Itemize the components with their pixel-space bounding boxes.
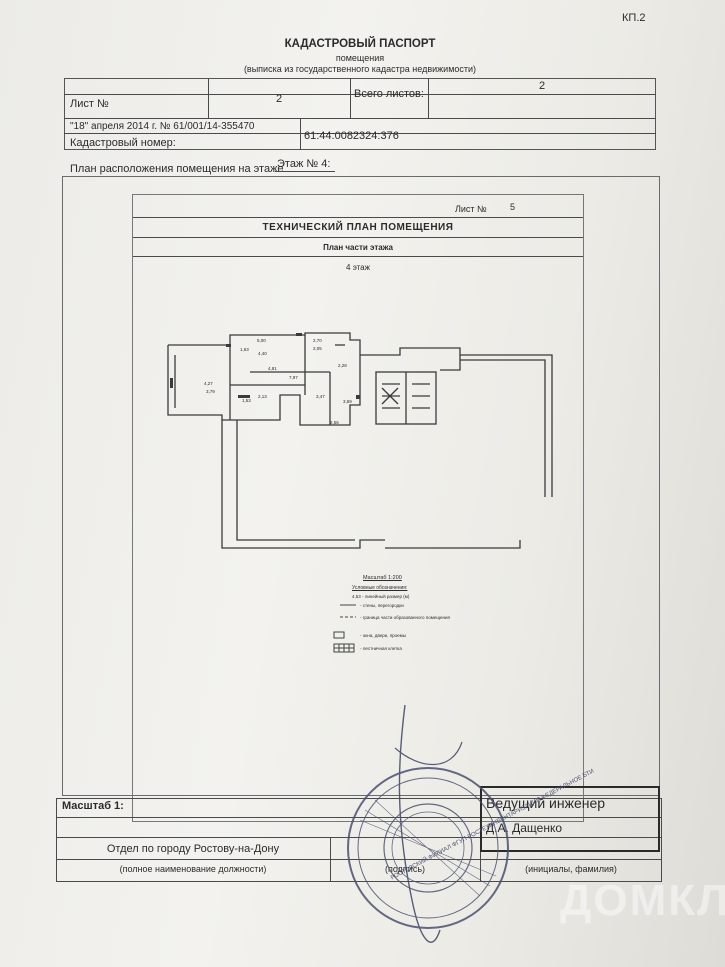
cadastral-label: Кадастровый номер: <box>70 137 176 149</box>
room-dimension: 2,05 <box>313 346 322 351</box>
sheets-total-label: Всего листов: <box>354 88 424 100</box>
legend-item: - граница части образованного помещения <box>360 615 450 620</box>
extract-note: (выписка из государственного кадастра не… <box>243 64 477 74</box>
room-dimension: 3,47 <box>316 394 325 399</box>
legend-item: - стены, перегородки <box>360 603 404 608</box>
room-dimension: 1,63 <box>240 347 249 352</box>
room-dimension: 2,70 <box>313 338 322 343</box>
legend-item: - лестничная клетка <box>360 646 402 651</box>
room-dimension: 4,27 <box>204 381 213 386</box>
legend-title: Условные обозначения: <box>352 585 408 591</box>
department-name: Отдел по городу Ростову-на-Дону <box>106 843 280 855</box>
cadastral-number: 61:44:0082324:376 <box>304 130 399 142</box>
plan-frame <box>62 176 660 796</box>
technical-plan-subtitle: План части этажа <box>323 243 393 252</box>
plan-scale: Масштаб 1:200 <box>363 575 402 581</box>
form-code: КП.2 <box>622 12 646 24</box>
watermark: ДОМКЛИК <box>560 876 725 925</box>
engineer-stamp-box <box>480 786 660 852</box>
scale-label: Масштаб 1: <box>62 800 124 812</box>
room-dimension: 2,13 <box>258 394 267 399</box>
plan-location-label: План расположения помещения на этаже <box>70 163 284 175</box>
sheet-label: Лист № <box>70 98 109 110</box>
sheets-total-value: 2 <box>538 80 546 92</box>
engineer-title: Ведущий инженер <box>486 795 606 811</box>
technical-plan-title: ТЕХНИЧЕСКИЙ ПЛАН ПОМЕЩЕНИЯ <box>262 222 454 233</box>
inner-sheet-label: Лист № <box>455 204 487 214</box>
legend-item: 4,53 - линейный размер (м) <box>352 594 410 599</box>
signature-caption: (подпись) <box>384 864 426 874</box>
document-subtitle: помещения <box>335 53 385 63</box>
floor-caption: 4 этаж <box>346 263 370 272</box>
technical-plan-sheet <box>132 194 584 822</box>
date-line: "18" апреля 2014 г. № 61/001/14-355470 <box>70 121 255 132</box>
room-dimension: 4,81 <box>268 366 277 371</box>
room-dimension: 1,53 <box>242 398 251 403</box>
initials-caption: (инициалы, фамилия) <box>525 864 617 874</box>
room-dimension: 2,28 <box>338 363 347 368</box>
room-dimension: 2,56 <box>330 420 339 425</box>
room-dimension: 7,97 <box>289 375 298 380</box>
room-dimension: 3,69 <box>343 399 352 404</box>
sheet-value: 2 <box>275 93 283 105</box>
floor-label: Этаж № 4: <box>277 158 331 170</box>
legend-item: - окна, двери, проемы <box>360 633 406 638</box>
inner-sheet-value: 5 <box>510 202 516 212</box>
room-dimension: 5,00 <box>257 338 266 343</box>
position-caption: (полное наименование должности) <box>119 864 267 874</box>
room-dimension: 3,79 <box>206 389 215 394</box>
document-title: КАДАСТРОВЫЙ ПАСПОРТ <box>284 38 436 50</box>
header-table <box>64 78 656 150</box>
room-dimension: 4,40 <box>258 351 267 356</box>
